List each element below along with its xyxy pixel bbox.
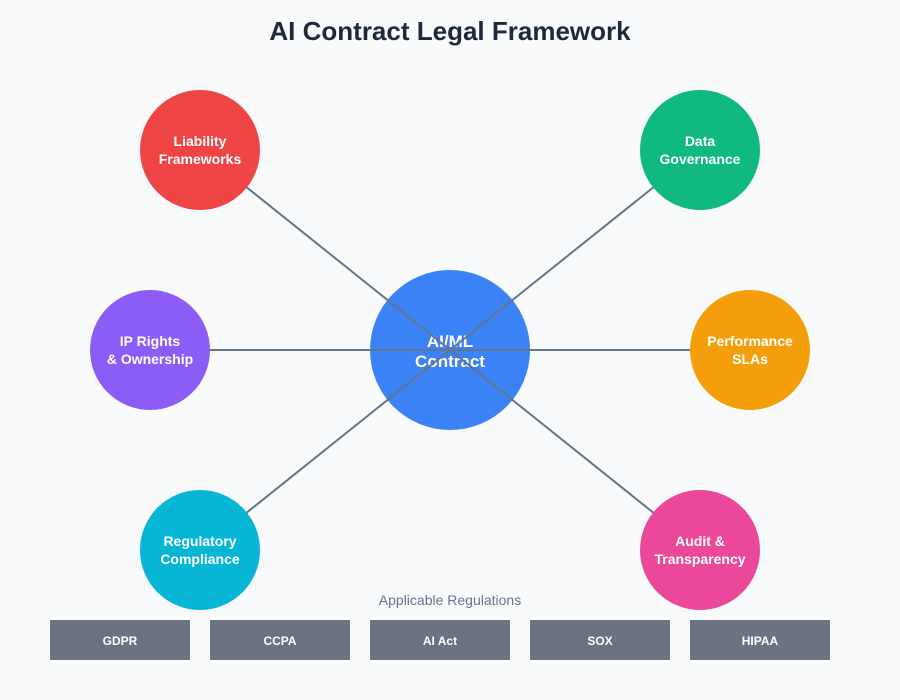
regulation-rect	[690, 620, 830, 660]
node-label: & Ownership	[107, 351, 193, 367]
node-label: Performance	[707, 333, 793, 349]
regulation-box: CCPA	[210, 620, 350, 660]
node-label: Regulatory	[163, 533, 236, 549]
regulation-rect	[210, 620, 350, 660]
center-label: AI/ML	[427, 332, 473, 351]
regulation-label: AI Act	[423, 634, 457, 648]
regulation-rect	[50, 620, 190, 660]
regulations-heading: Applicable Regulations	[379, 592, 521, 608]
node-label: SLAs	[732, 351, 768, 367]
center-label: Contract	[415, 352, 485, 371]
regulation-rect	[370, 620, 510, 660]
node-label: Compliance	[160, 551, 240, 567]
regulation-box: HIPAA	[690, 620, 830, 660]
regulation-rect	[530, 620, 670, 660]
regulation-label: SOX	[587, 634, 612, 648]
framework-node: Audit & Transparency	[640, 490, 760, 610]
node-label: Transparency	[654, 551, 745, 567]
node-circle	[690, 290, 810, 410]
regulation-label: HIPAA	[742, 634, 779, 648]
regulation-box: SOX	[530, 620, 670, 660]
node-label: IP Rights	[120, 333, 181, 349]
regulation-label: CCPA	[263, 634, 296, 648]
node-circle	[140, 490, 260, 610]
diagram-title: AI Contract Legal Framework	[269, 16, 631, 46]
framework-node: IP Rights & Ownership	[90, 290, 210, 410]
node-label: Frameworks	[159, 151, 242, 167]
node-circle	[640, 90, 760, 210]
node-label: Governance	[660, 151, 741, 167]
node-circle	[640, 490, 760, 610]
node-circle	[140, 90, 260, 210]
node-label: Liability	[174, 133, 227, 149]
regulation-label: GDPR	[103, 634, 138, 648]
node-label: Data	[685, 133, 716, 149]
regulation-box: GDPR	[50, 620, 190, 660]
node-circle	[90, 290, 210, 410]
regulation-box: AI Act	[370, 620, 510, 660]
node-label: Audit &	[675, 533, 725, 549]
